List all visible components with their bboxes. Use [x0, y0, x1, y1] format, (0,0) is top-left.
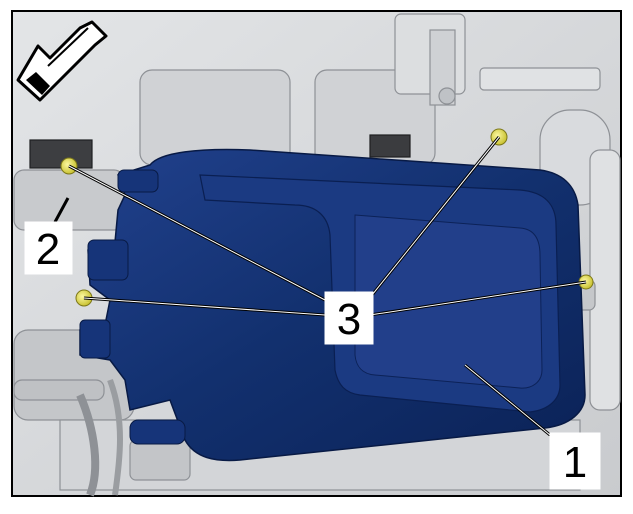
callout-3-label: 3: [337, 295, 361, 344]
callout-1: 1: [549, 432, 601, 490]
callout-2-label: 2: [36, 225, 60, 274]
callout-1-label: 1: [563, 438, 587, 487]
direction-arrow-icon: [16, 20, 108, 102]
callout-2: 2: [24, 221, 73, 275]
callout-3: 3: [324, 291, 374, 345]
leader-lines-highlight: [68, 136, 587, 436]
